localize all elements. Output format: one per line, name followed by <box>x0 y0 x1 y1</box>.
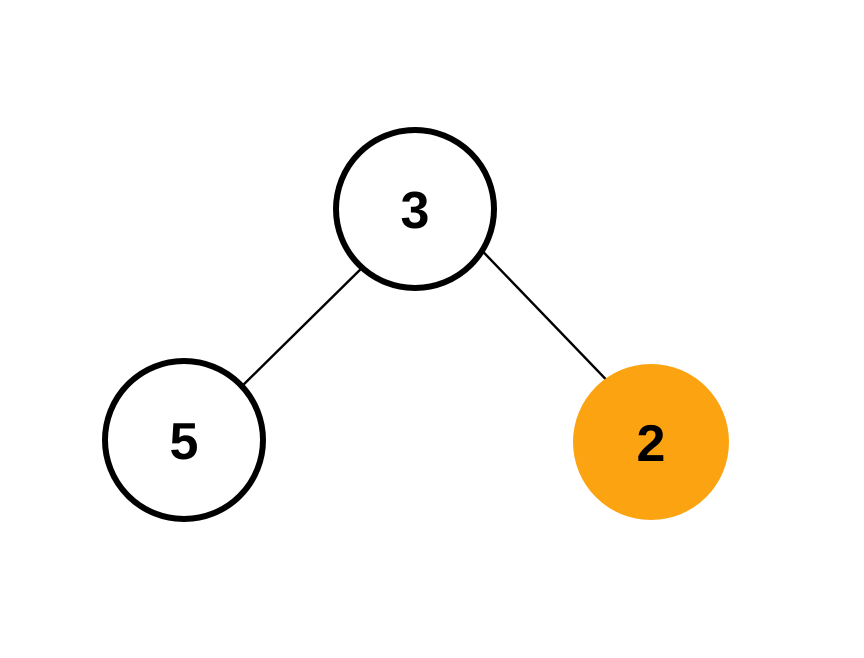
node-circle[interactable] <box>102 358 266 522</box>
node-label: 2 <box>637 415 666 473</box>
node-circle[interactable] <box>573 364 729 520</box>
node-label: 5 <box>170 413 199 471</box>
tree-node-root[interactable]: 3 <box>333 127 497 291</box>
edge-root-to-right-child <box>464 232 622 396</box>
tree-node-right-child-highlighted[interactable]: 2 <box>573 364 729 520</box>
tree-node-left-child[interactable]: 5 <box>102 358 266 522</box>
edge-root-to-left-child <box>233 256 374 395</box>
node-circle[interactable] <box>333 127 497 291</box>
node-label: 3 <box>401 182 430 240</box>
